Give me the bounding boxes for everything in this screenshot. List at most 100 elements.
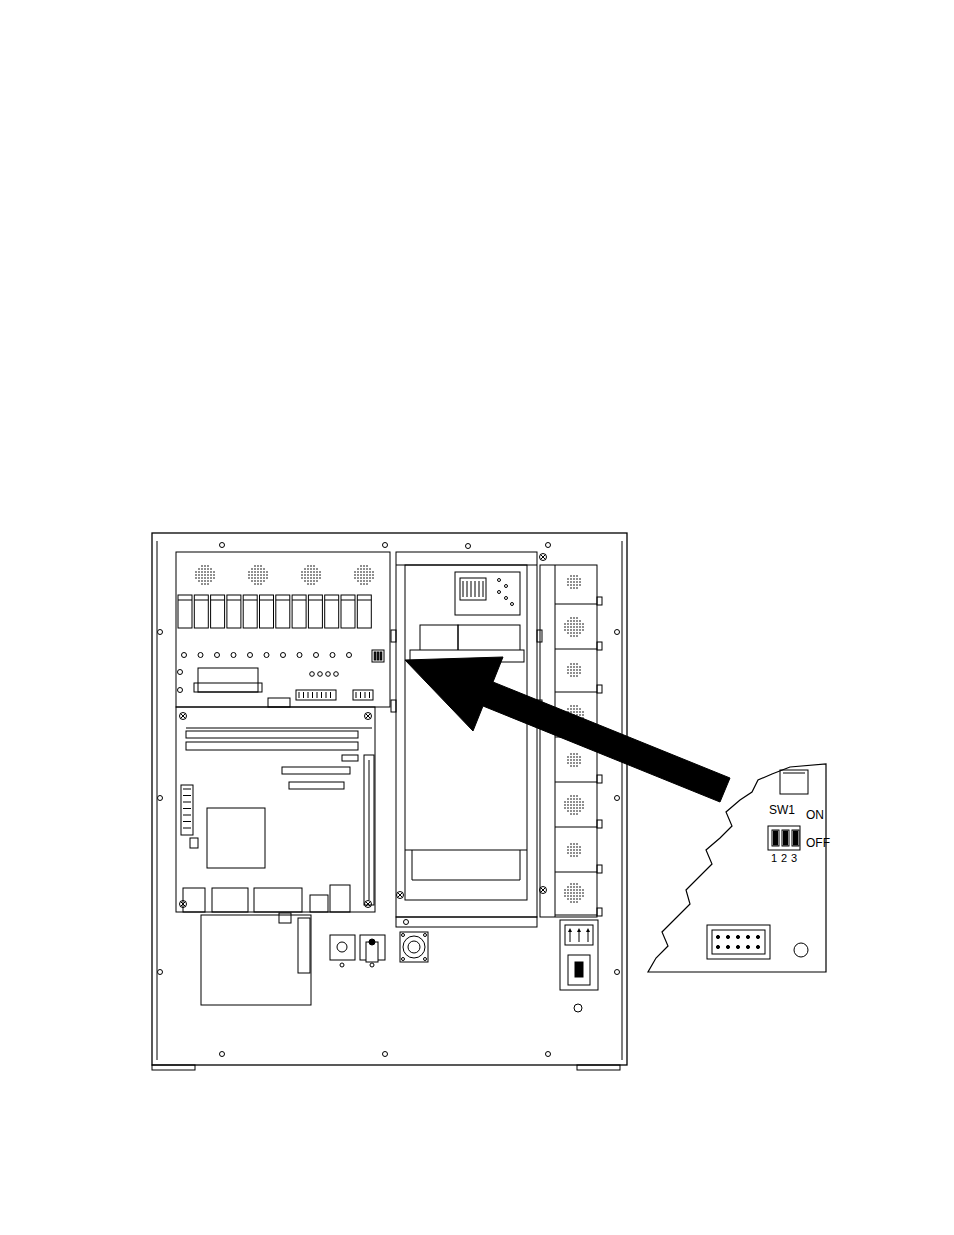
grill-dot [567, 798, 569, 800]
pin [365, 692, 366, 698]
grill-dot [579, 672, 581, 674]
dip-lever [377, 652, 379, 660]
grill-dot [570, 765, 572, 767]
grill-dot [573, 666, 575, 668]
grill-dot [570, 672, 572, 674]
grill [567, 753, 581, 767]
grill-dot [567, 804, 569, 806]
grill-dot [579, 849, 581, 851]
grill-dot [576, 753, 578, 755]
grill-dot [576, 795, 578, 797]
led [330, 653, 335, 658]
grill-dot [576, 901, 578, 903]
pin-arrow [568, 928, 572, 932]
grill-dot [576, 669, 578, 671]
grill-dot [573, 705, 575, 707]
grill-dot [570, 708, 572, 710]
led [264, 653, 269, 658]
grill-dot [198, 577, 200, 579]
grill-dot [304, 580, 306, 582]
grill-dot [576, 711, 578, 713]
led [347, 653, 352, 658]
mounting-hole [220, 1052, 225, 1057]
dip-switch-body [768, 826, 800, 850]
grill-dot [567, 762, 569, 764]
grill-dot [316, 568, 318, 570]
cpu-board [176, 707, 375, 1005]
led [297, 653, 302, 658]
pin-arrow [577, 928, 581, 932]
component [780, 770, 808, 794]
screw-slot [181, 714, 186, 719]
power-inlet [560, 920, 598, 990]
pin [183, 802, 191, 803]
grill-dot [573, 901, 575, 903]
relay [194, 595, 208, 628]
led [215, 653, 220, 658]
switch-label: SW1 [769, 804, 795, 816]
grill-dot [360, 574, 362, 576]
grill-dot [313, 580, 315, 582]
relay [227, 595, 241, 628]
callout-arrow [405, 657, 730, 802]
circular-connector [403, 936, 425, 958]
relay-line [276, 600, 290, 601]
grill-dot [576, 765, 578, 767]
screw-slot [366, 714, 371, 719]
position-number: 3 [791, 853, 797, 864]
power-supply [201, 915, 311, 1005]
relay [260, 595, 274, 628]
grill-dot [210, 571, 212, 573]
strip-seam [555, 827, 597, 828]
grill-dot [204, 580, 206, 582]
grill-dot [573, 813, 575, 815]
grill-dot [579, 669, 581, 671]
grill-dot [363, 568, 365, 570]
relay-line [260, 600, 274, 601]
front-controls [330, 920, 598, 1012]
grill [564, 617, 584, 637]
grill-dot [201, 565, 203, 567]
grill-dot [207, 583, 209, 585]
grill-dot [248, 574, 250, 576]
grill-dot [307, 583, 309, 585]
module-inner [405, 565, 527, 900]
grill-dot [354, 571, 356, 573]
foot [577, 1065, 620, 1070]
mounting-hole [220, 543, 225, 548]
grill-dot [579, 886, 581, 888]
grill-dot [207, 574, 209, 576]
grill-dot [576, 898, 578, 900]
grill-dot [201, 580, 203, 582]
grill-dot [570, 711, 572, 713]
grill-dot [567, 898, 569, 900]
grill-dot [573, 578, 575, 580]
grill-dot [257, 571, 259, 573]
grill-dot [576, 895, 578, 897]
grill-dot [576, 892, 578, 894]
grill-dot [210, 580, 212, 582]
strip-seam [555, 692, 597, 693]
side-tab [597, 597, 602, 605]
grill-dot [204, 577, 206, 579]
grill-dot [204, 568, 206, 570]
grill-dot [254, 574, 256, 576]
grill-dot [570, 632, 572, 634]
mounting-hole [574, 1004, 582, 1012]
grill-dot [564, 895, 566, 897]
grill-dot [369, 571, 371, 573]
indicator [511, 603, 514, 606]
dip-lever [374, 652, 376, 660]
grill-dot [304, 577, 306, 579]
grill-dot [564, 626, 566, 628]
grill-dot [576, 849, 578, 851]
grill-dot [576, 663, 578, 665]
panel-outline [152, 533, 627, 1065]
pin [360, 692, 361, 698]
grill-dot [570, 883, 572, 885]
screw-slot [366, 714, 371, 719]
grill-dot [567, 801, 569, 803]
relay-line [308, 600, 322, 601]
grill-dot [573, 711, 575, 713]
